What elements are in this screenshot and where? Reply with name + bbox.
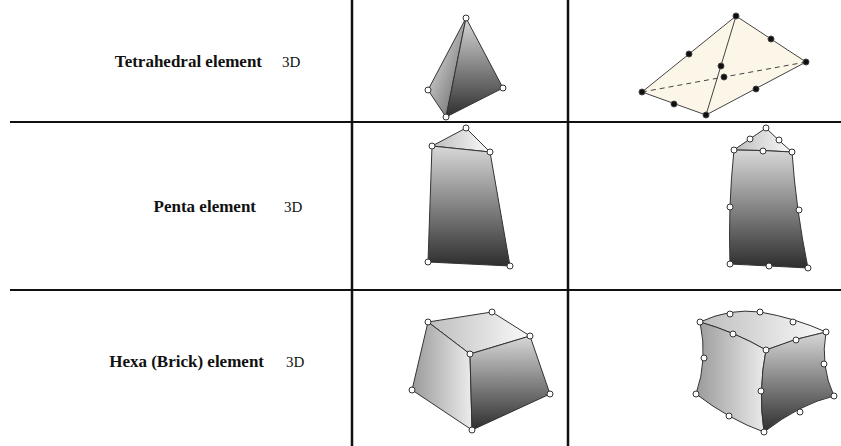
row-title: Tetrahedral element xyxy=(115,52,262,72)
dimension-tag: 3D xyxy=(286,353,304,371)
hexa-linear xyxy=(409,309,553,433)
table-rule xyxy=(10,0,841,446)
penta-quadratic xyxy=(727,125,811,271)
row-title: Penta element xyxy=(154,197,256,217)
tetra-linear xyxy=(425,15,506,120)
dimension-tag: 3D xyxy=(282,53,300,71)
hexa-quadratic xyxy=(693,309,837,435)
row-title: Hexa (Brick) element xyxy=(109,352,264,372)
tetra-quadratic xyxy=(639,13,809,118)
penta-linear xyxy=(425,125,513,269)
dimension-tag: 3D xyxy=(284,198,302,216)
